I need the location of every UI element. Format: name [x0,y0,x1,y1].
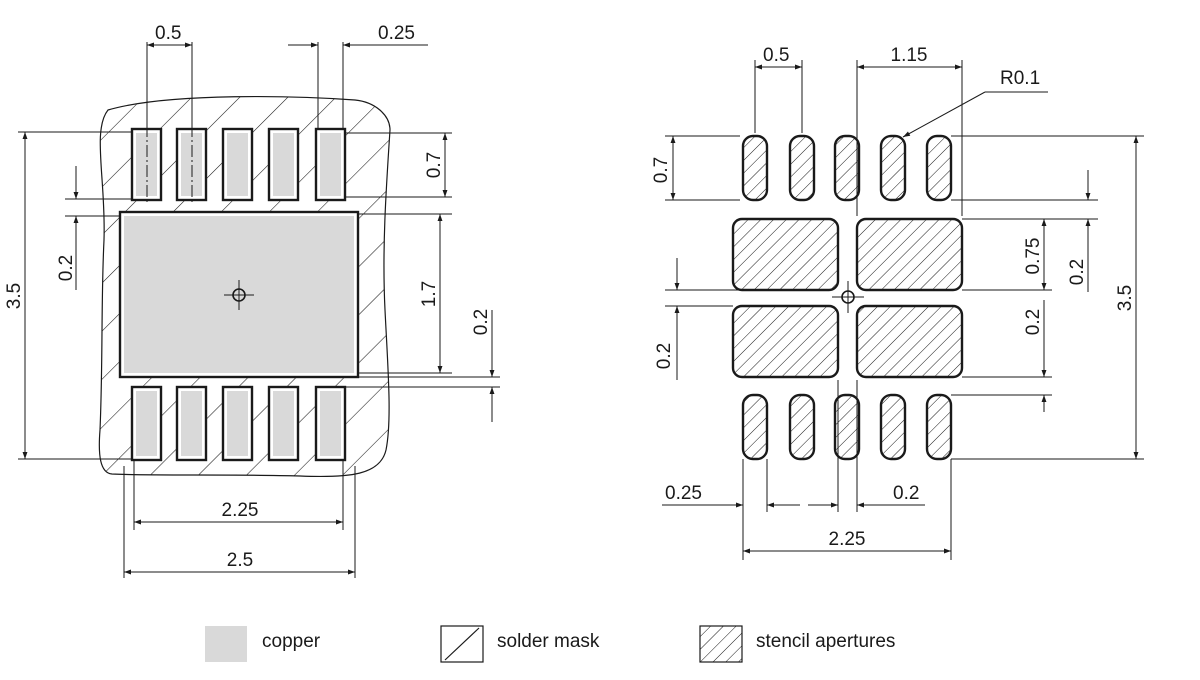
dim-height: 3.5 [951,135,1144,460]
dim-label: 0.2 [56,255,77,281]
dim-aperture-offset: 1.15 [856,45,963,216]
dim-gap-upper: 0.2 [951,170,1098,292]
legend-label: stencil apertures [756,631,895,652]
stencil-aperture [879,134,907,202]
dim-gap-lower: 0.2 [951,300,1052,412]
dim-label: 0.2 [471,309,492,335]
dim-gap-left: 0.2 [56,166,132,290]
stencil-aperture [879,393,907,461]
copper-swatch [205,626,247,662]
dim-label: 0.2 [1023,309,1044,335]
center-mark [832,281,864,313]
legend: copper solder mask stencil apertures [205,625,895,663]
legend-item-solder-mask: solder mask [440,625,600,663]
dim-label: 0.5 [763,45,789,66]
dim-label: 0.25 [665,483,702,504]
dim-center-pad-height: 1.7 [358,213,452,374]
legend-label: copper [262,631,321,652]
stencil-aperture-large [855,217,964,292]
dim-pad-length: 0.7 [345,132,452,198]
stencil-aperture-large [731,304,840,379]
dim-label: 3.5 [1115,285,1136,311]
dim-span: 2.25 [743,459,952,560]
dim-gap-bottom: 0.2 [345,309,500,422]
stencil-aperture-large [855,304,964,379]
bottom-pad-row [130,385,347,462]
stencil-aperture [788,134,816,202]
left-view: 0.5 0.25 3.5 0.2 [4,23,500,578]
dim-body-height: 3.5 [4,131,132,460]
dim-label: 0.7 [424,152,445,178]
dim-pad-span: 2.25 [133,460,344,530]
dim-gap-left: 0.2 [654,258,832,380]
dim-label: 2.25 [829,529,866,550]
dim-web-gap: 0.2 [808,380,925,512]
stencil-aperture [925,393,953,461]
dim-label: 0.2 [1067,259,1088,285]
dim-label: 1.15 [891,45,928,66]
legend-item-copper: copper [205,626,321,662]
right-view: 0.5 1.15 R0.1 0.7 0.2 [651,45,1144,560]
dim-pad-width: 0.25 [288,23,428,128]
dim-label: 0.2 [893,483,919,504]
dim-label: 0.2 [654,343,675,369]
dim-label: 0.25 [378,23,415,44]
dim-label: 0.5 [155,23,181,44]
dim-aperture-pitch: 0.5 [754,45,803,133]
stencil-swatch [699,625,743,663]
legend-item-stencil: stencil apertures [699,625,895,663]
dim-pad-pitch: 0.5 [146,23,193,128]
center-mark [224,280,254,310]
dim-label: 0.75 [1023,238,1044,275]
dim-body-width: 2.5 [123,466,356,578]
dim-aperture-length: 0.7 [651,135,740,201]
stencil-aperture-large [731,217,840,292]
dim-label: 2.5 [227,550,253,571]
legend-label: solder mask [497,631,600,652]
dim-corner-radius: R0.1 [902,68,1048,138]
stencil-aperture [833,393,861,461]
dim-label: 3.5 [4,283,25,309]
dim-aperture-height: 0.75 [962,218,1052,291]
top-aperture-row [741,134,953,202]
stencil-aperture [925,134,953,202]
bottom-aperture-row [741,393,953,461]
stencil-aperture [788,393,816,461]
dim-label: 1.7 [419,281,440,307]
dim-label: 0.7 [651,157,672,183]
dim-label: 2.25 [222,500,259,521]
stencil-aperture [741,393,769,461]
stencil-aperture [833,134,861,202]
dim-label: R0.1 [1000,68,1040,89]
dim-aperture-width: 0.25 [662,459,800,560]
stencil-aperture [741,134,769,202]
